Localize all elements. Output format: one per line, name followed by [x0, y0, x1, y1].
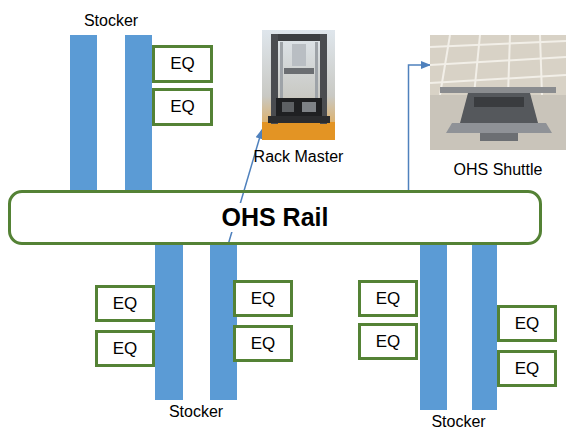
equipment-box: EQ	[233, 280, 293, 317]
equipment-label: EQ	[170, 54, 195, 74]
equipment-label: EQ	[251, 334, 276, 354]
equipment-label: EQ	[113, 294, 138, 314]
rack-master-photo	[262, 30, 335, 140]
stocker-label: Stocker	[431, 413, 485, 431]
equipment-box: EQ	[358, 280, 418, 317]
equipment-box: EQ	[152, 88, 213, 126]
equipment-box: EQ	[95, 285, 155, 322]
equipment-label: EQ	[376, 289, 401, 309]
stocker-slot	[183, 245, 210, 400]
equipment-label: EQ	[515, 359, 540, 379]
stocker-bar: Stocker	[70, 35, 152, 193]
photo-frame: OHS Shuttle	[430, 35, 566, 150]
equipment-box: EQ	[152, 45, 213, 83]
stocker-label: Stocker	[84, 12, 138, 30]
photo-frame: Rack Master	[262, 30, 335, 140]
equipment-box: EQ	[497, 305, 557, 342]
equipment-label: EQ	[113, 339, 138, 359]
stocker-label: Stocker	[169, 403, 223, 421]
stocker-bar: Stocker	[155, 245, 237, 400]
equipment-box: EQ	[358, 323, 418, 360]
equipment-label: EQ	[376, 332, 401, 352]
equipment-box: EQ	[497, 350, 557, 387]
rail-label: OHS Rail	[217, 203, 334, 232]
equipment-box: EQ	[95, 330, 155, 367]
stocker-bar: Stocker	[420, 245, 497, 410]
equipment-label: EQ	[170, 97, 195, 117]
stocker-slot	[447, 245, 472, 410]
ohs-shuttle-photo	[430, 35, 566, 150]
stocker-slot	[97, 35, 125, 193]
transfer-arrow	[409, 65, 431, 190]
photo-label: Rack Master	[254, 148, 344, 166]
equipment-label: EQ	[515, 314, 540, 334]
photo-label: OHS Shuttle	[454, 161, 543, 179]
equipment-box: EQ	[233, 325, 293, 362]
rail-band: OHS Rail	[8, 190, 542, 245]
equipment-label: EQ	[251, 289, 276, 309]
